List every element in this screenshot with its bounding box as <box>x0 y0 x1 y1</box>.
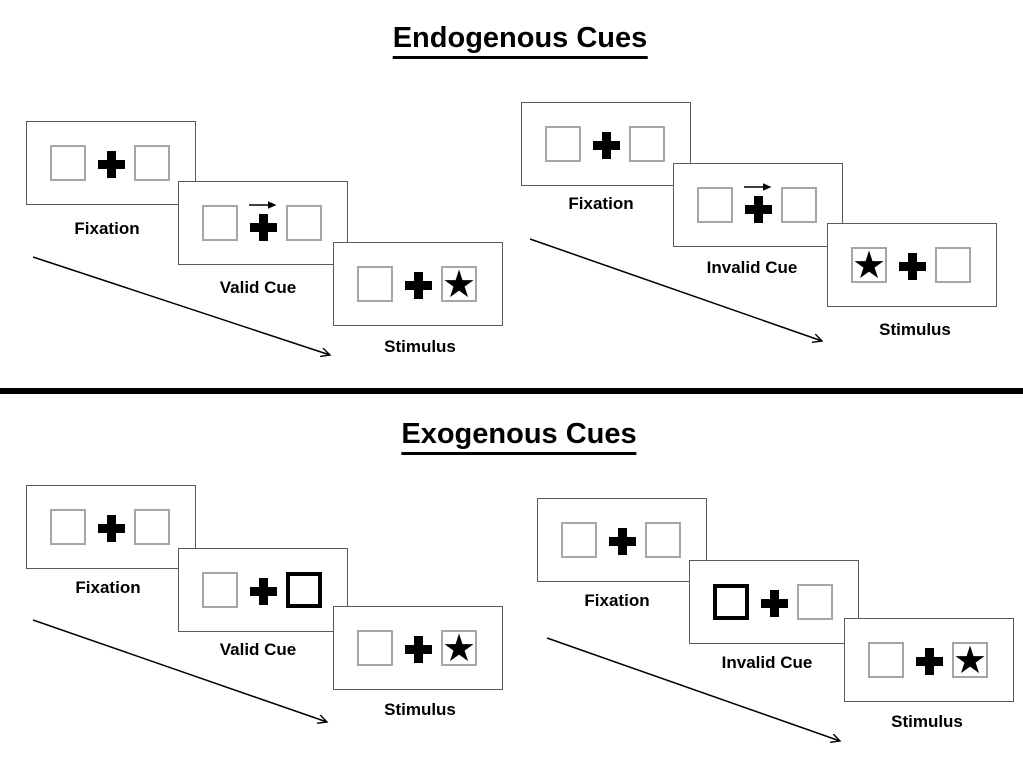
fixation-cross-icon <box>250 214 277 241</box>
stimulus-panel: ★ <box>333 606 503 690</box>
fixation-panel <box>26 485 196 569</box>
right-box <box>134 509 170 545</box>
right-box <box>781 187 817 223</box>
right-box <box>935 247 971 283</box>
highlighted-left-box-cue <box>713 584 749 620</box>
invalid-cue-label: Invalid Cue <box>706 258 798 277</box>
stimulus-panel: ★ <box>844 618 1014 702</box>
left-box <box>545 126 581 162</box>
right-arrow-cue-icon <box>249 201 277 209</box>
fixation-label: Fixation <box>74 219 140 238</box>
fixation-cross-icon <box>745 196 772 223</box>
fixation-cross-icon <box>899 253 926 280</box>
section-title-endogenous: Endogenous Cues <box>392 22 648 59</box>
star-stimulus-icon: ★ <box>441 262 477 306</box>
fixation-cross-icon <box>98 151 125 178</box>
left-box <box>202 572 238 608</box>
right-box: ★ <box>441 626 477 670</box>
cue-panel <box>689 560 859 644</box>
fixation-panel <box>26 121 196 205</box>
star-stimulus-icon: ★ <box>952 638 988 682</box>
fixation-cross-icon <box>98 515 125 542</box>
fixation-cross-icon <box>250 578 277 605</box>
stimulus-label: Stimulus <box>891 712 963 731</box>
right-box <box>134 145 170 181</box>
timeline-arrow-exogenous-valid <box>32 619 327 722</box>
stimulus-panel: ★ <box>827 223 997 307</box>
left-box <box>868 642 904 678</box>
stimulus-label: Stimulus <box>384 337 456 356</box>
invalid-cue-label: Invalid Cue <box>721 653 813 672</box>
left-box <box>357 630 393 666</box>
cue-panel <box>178 548 348 632</box>
star-stimulus-icon: ★ <box>441 626 477 670</box>
right-box: ★ <box>952 638 988 682</box>
fixation-cross-icon <box>761 590 788 617</box>
highlighted-right-box-cue <box>286 572 322 608</box>
right-box <box>645 522 681 558</box>
left-box <box>357 266 393 302</box>
left-box <box>697 187 733 223</box>
section-title-exogenous: Exogenous Cues <box>401 418 637 455</box>
star-stimulus-icon: ★ <box>851 243 887 287</box>
left-box <box>561 522 597 558</box>
fixation-cross-icon <box>593 132 620 159</box>
right-box <box>797 584 833 620</box>
fixation-cross-icon <box>916 648 943 675</box>
stimulus-label: Stimulus <box>384 700 456 719</box>
stimulus-label: Stimulus <box>879 320 951 339</box>
fixation-cross-icon <box>405 272 432 299</box>
cue-panel <box>673 163 843 247</box>
valid-cue-label: Valid Cue <box>219 278 297 297</box>
fixation-label: Fixation <box>584 591 650 610</box>
right-box: ★ <box>441 262 477 306</box>
right-arrow-cue-icon <box>744 183 772 191</box>
left-box: ★ <box>851 243 887 287</box>
timeline-arrow-endogenous-invalid <box>529 238 822 341</box>
left-box <box>50 509 86 545</box>
timeline-arrow-endogenous-valid <box>32 256 330 355</box>
right-box <box>286 205 322 241</box>
cue-panel <box>178 181 348 265</box>
fixation-panel <box>537 498 707 582</box>
section-divider <box>0 388 1023 394</box>
valid-cue-label: Valid Cue <box>219 640 297 659</box>
left-box <box>50 145 86 181</box>
fixation-cross-icon <box>609 528 636 555</box>
stimulus-panel: ★ <box>333 242 503 326</box>
fixation-cross-icon <box>405 636 432 663</box>
fixation-label: Fixation <box>75 578 141 597</box>
right-box <box>629 126 665 162</box>
fixation-label: Fixation <box>568 194 634 213</box>
fixation-panel <box>521 102 691 186</box>
left-box <box>202 205 238 241</box>
